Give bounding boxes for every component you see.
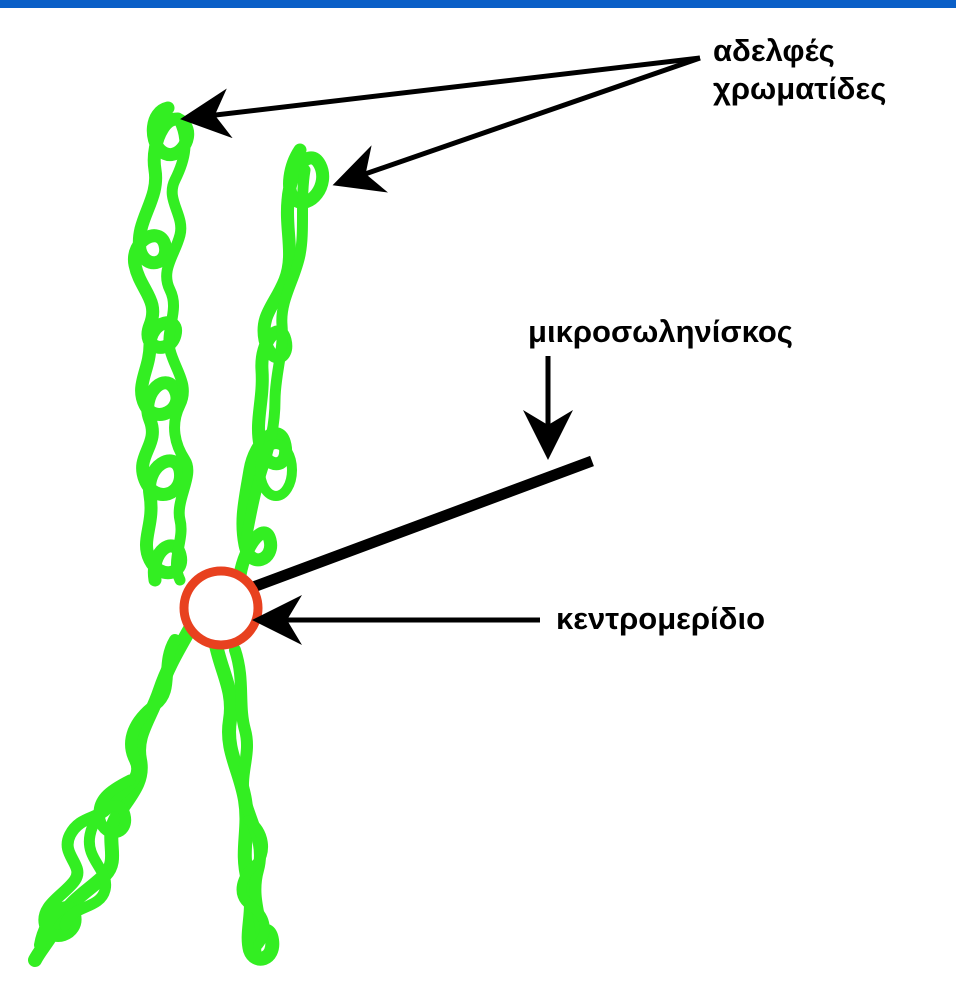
left-chromatid (134, 108, 187, 580)
label-sister-chromatids-line2: χρωματίδες (713, 70, 886, 108)
label-centromere: κεντρομερίδιο (556, 600, 765, 638)
label-microtubule: μικροσωληνίσκος (528, 313, 793, 351)
label-sister-chromatids-line1: αδελφές (713, 32, 886, 70)
label-sister-chromatids: αδελφές χρωματίδες (713, 32, 886, 108)
centromere-ring (184, 571, 258, 645)
arrow-to-left-chromatid (190, 58, 700, 118)
left-chromatid-lower (35, 610, 200, 960)
right-chromatid-lower (215, 640, 272, 959)
right-chromatid (240, 150, 323, 575)
